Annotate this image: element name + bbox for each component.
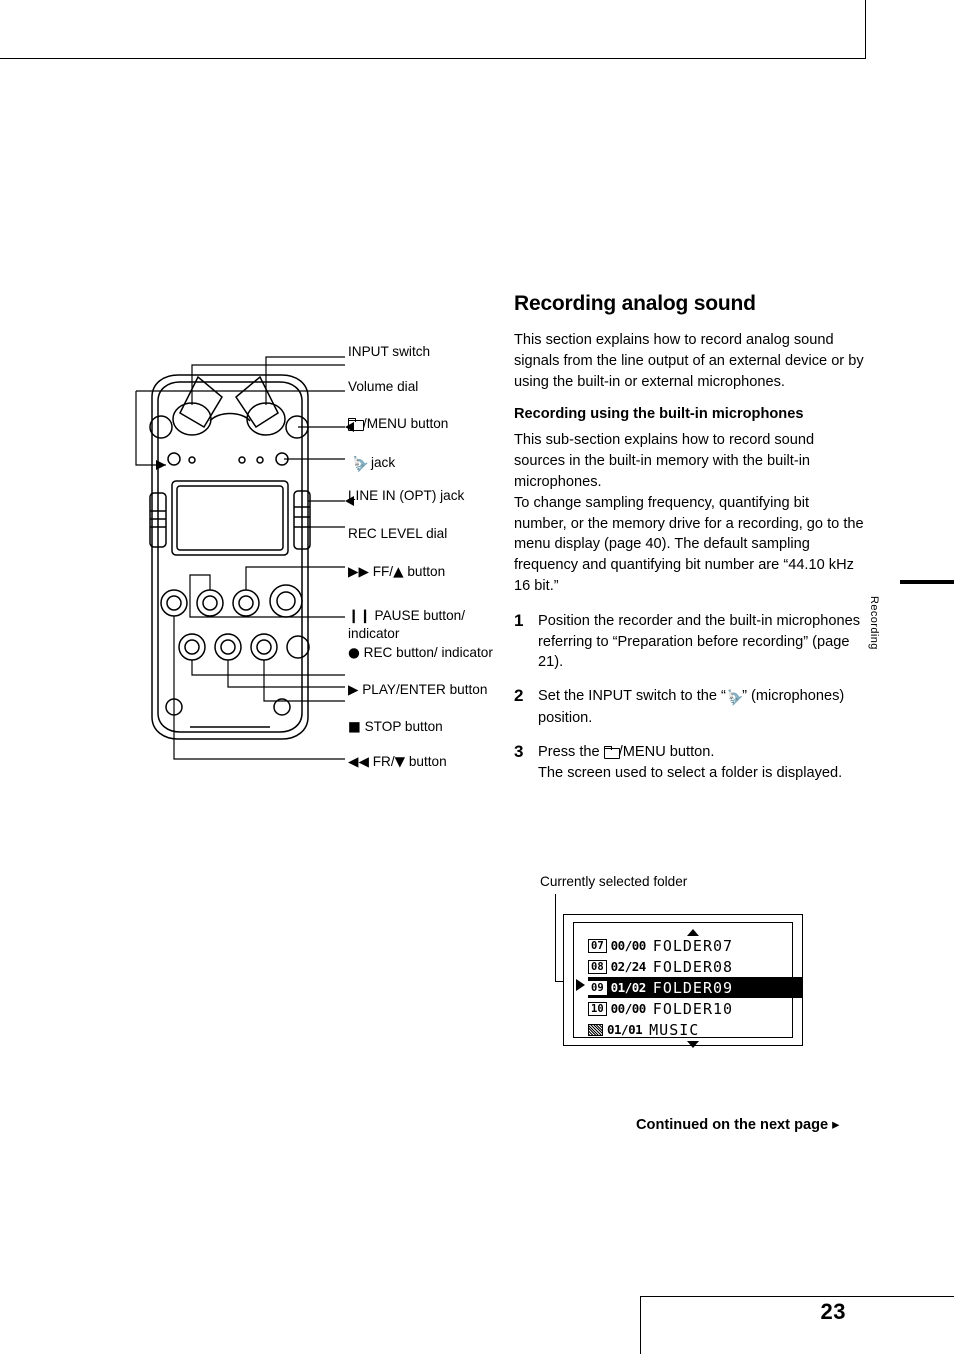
- folder-name: FOLDER07: [652, 936, 734, 955]
- stop-icon: ■: [348, 719, 361, 735]
- folder-date: 01/01: [607, 1022, 643, 1037]
- step-3-text: Press the /MENU button. The screen used t…: [538, 742, 864, 784]
- list-item[interactable]: 08 02/24 FOLDER08: [588, 956, 802, 977]
- step-2-number: 2: [514, 686, 524, 706]
- label-ff-button: ▶▶ FF/▲ button: [348, 563, 445, 581]
- lcd-callout-leader-vertical: [555, 894, 557, 982]
- selection-cursor-icon: [576, 979, 585, 991]
- microphone-icon: 🔬: [348, 452, 371, 475]
- label-rec-level-dial: REC LEVEL dial: [348, 526, 448, 541]
- side-tab-label: Recording: [868, 596, 880, 650]
- folder-number-badge: 08: [588, 959, 607, 974]
- folder-date: 01/02: [610, 980, 647, 995]
- folder-list: 07 00/00 FOLDER07 08 02/24 FOLDER08 09 0…: [588, 935, 802, 1040]
- folder-name: FOLDER10: [652, 999, 734, 1018]
- folder-number-badge: 07: [588, 938, 607, 953]
- label-fr-button: ◀◀ FR/▼ button: [348, 754, 447, 770]
- recorder-diagram: INPUT switch Volume dial /MENU button 🔬 …: [130, 335, 500, 785]
- list-item[interactable]: 01/01 MUSIC: [588, 1019, 802, 1040]
- folder-icon: [348, 418, 364, 431]
- folder-date: 02/24: [610, 959, 647, 974]
- step-3-number: 3: [514, 741, 524, 761]
- label-stop-button: ■ STOP button: [348, 719, 443, 735]
- lcd-screen-figure: 07 00/00 FOLDER07 08 02/24 FOLDER08 09 0…: [563, 914, 803, 1048]
- folder-date: 00/00: [610, 1001, 647, 1016]
- bottom-border-rule-vertical: [640, 1296, 641, 1354]
- folder-name: FOLDER09: [652, 978, 734, 997]
- label-line-in-jack: LINE IN (OPT) jack: [348, 488, 465, 503]
- folder-number-badge: 10: [588, 1001, 607, 1016]
- continued-note-text: Continued on the next page: [636, 1117, 829, 1133]
- step-3-text-after: /MENU button.: [618, 743, 715, 760]
- record-icon: ●: [348, 645, 360, 661]
- label-mic-jack-text: jack: [370, 455, 396, 470]
- page-title: Recording analog sound: [514, 292, 756, 315]
- intro-paragraph: This section explains how to record anal…: [514, 332, 864, 390]
- pause-icon: ❙❙: [348, 608, 371, 624]
- label-volume-dial: Volume dial: [348, 379, 419, 394]
- step-3-text-line2: The screen used to select a folder is di…: [538, 764, 843, 781]
- list-item-selected[interactable]: 09 01/02 FOLDER09: [588, 977, 802, 998]
- label-mic-jack: 🔬 jack: [348, 452, 396, 474]
- label-menu-button-text: /MENU button: [363, 416, 449, 431]
- rewind-icon: ◀◀: [348, 754, 369, 770]
- step-1: 1 Position the recorder and the built-in…: [514, 611, 864, 673]
- up-arrow-icon: ▲: [393, 564, 404, 580]
- list-item[interactable]: 10 00/00 FOLDER10: [588, 998, 802, 1019]
- step-1-text: Position the recorder and the built-in m…: [538, 612, 861, 671]
- paragraph-1: This sub-section explains how to record …: [514, 432, 815, 490]
- step-3: 3 Press the /MENU button. The screen used…: [514, 742, 864, 784]
- folder-icon: [603, 745, 620, 759]
- music-folder-icon: [588, 1023, 603, 1036]
- subheading: Recording using the built-in microphones: [514, 406, 804, 423]
- fast-forward-icon: ▶▶: [348, 564, 369, 580]
- bottom-border-rule: [640, 1296, 954, 1297]
- label-menu-button: /MENU button: [348, 415, 448, 432]
- top-border-rule-vertical: [865, 0, 866, 59]
- label-rec-button: ● REC button/ indicator: [348, 645, 493, 661]
- folder-number-badge: 09: [588, 980, 607, 995]
- scroll-up-arrow-icon: [687, 929, 699, 936]
- top-border-rule: [0, 58, 866, 59]
- play-icon: ▶: [348, 682, 359, 698]
- lcd-callout-label: Currently selected folder: [540, 874, 688, 889]
- label-play-enter-button: ▶ PLAY/ENTER button: [348, 682, 488, 698]
- main-content: Recording analog sound This section expl…: [514, 292, 864, 796]
- folder-date: 00/00: [610, 938, 647, 953]
- continued-note: Continued on the next page▸: [636, 1116, 839, 1133]
- step-3-text-before: Press the: [538, 743, 604, 760]
- step-2: 2 Set the INPUT switch to the “🔬” (micro…: [514, 686, 864, 729]
- step-1-number: 1: [514, 610, 524, 630]
- step-2-text: Set the INPUT switch to the “🔬” (microph…: [538, 686, 864, 729]
- scroll-down-arrow-icon: [687, 1041, 699, 1048]
- label-pause-button: ❙❙ PAUSE button/ indicator: [348, 608, 465, 641]
- lcd-inner-frame: 07 00/00 FOLDER07 08 02/24 FOLDER08 09 0…: [573, 922, 802, 1048]
- down-arrow-icon: ▼: [394, 754, 406, 770]
- paragraph-2: To change sampling frequency, quantifyin…: [514, 494, 864, 594]
- folder-name: FOLDER08: [652, 957, 734, 976]
- page-number: 23: [820, 1299, 846, 1324]
- label-input-switch: INPUT switch: [348, 344, 431, 359]
- recorder-illustration: [135, 356, 354, 760]
- step-2-text-after: ” (microphones) position.: [538, 688, 845, 726]
- list-item[interactable]: 07 00/00 FOLDER07: [588, 935, 802, 956]
- side-tab-marker: [900, 580, 954, 584]
- steps-list: 1 Position the recorder and the built-in…: [514, 611, 864, 784]
- continue-arrow-icon: ▸: [832, 1116, 840, 1133]
- step-2-text-before: Set the INPUT switch to the “: [538, 688, 726, 705]
- label-ff-text: FF/▲ button: [372, 564, 446, 580]
- folder-name: MUSIC: [649, 1020, 700, 1039]
